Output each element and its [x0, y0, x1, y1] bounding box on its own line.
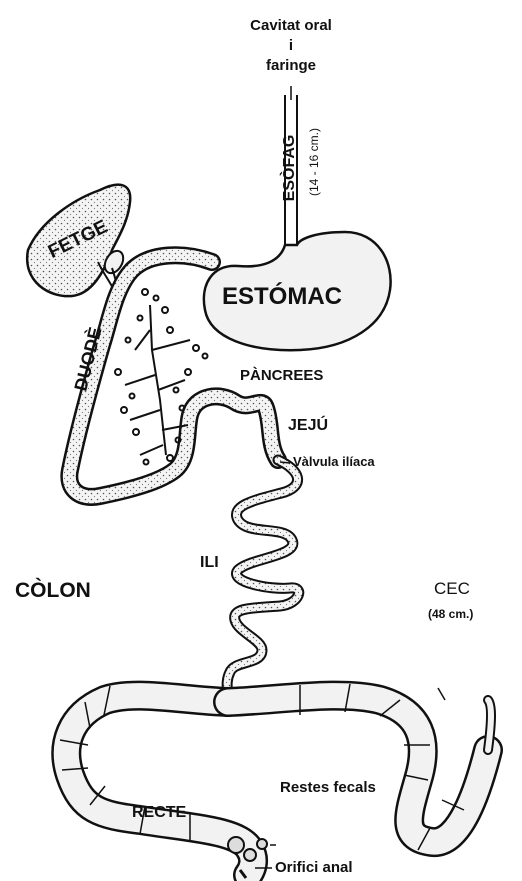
label-ileum: ILI	[200, 555, 219, 571]
label-stomach: ESTÓMAC	[222, 285, 342, 309]
label-colon: CÒLON	[15, 580, 91, 601]
label-anal-orifice: Orifici anal	[275, 860, 353, 875]
label-esophagus-length: (14 - 16 cm.)	[308, 110, 320, 214]
label-iliac-valve: Vàlvula ilíaca	[293, 455, 375, 468]
label-jejunum: JEJÚ	[288, 418, 328, 434]
label-oral-line3: faringe	[226, 58, 356, 73]
label-rectum: RECTE	[132, 805, 186, 821]
label-pancreas: PÀNCREES	[240, 368, 323, 383]
label-cecum: CEC	[434, 580, 470, 597]
label-cecum-length: (48 cm.)	[428, 608, 473, 620]
label-fecal-remains: Restes fecals	[280, 780, 376, 795]
label-oral-line2: i	[226, 38, 356, 53]
label-oral-line1: Cavitat oral	[226, 18, 356, 33]
label-esophagus: ESÒFAG	[282, 123, 298, 213]
colon	[66, 696, 253, 875]
